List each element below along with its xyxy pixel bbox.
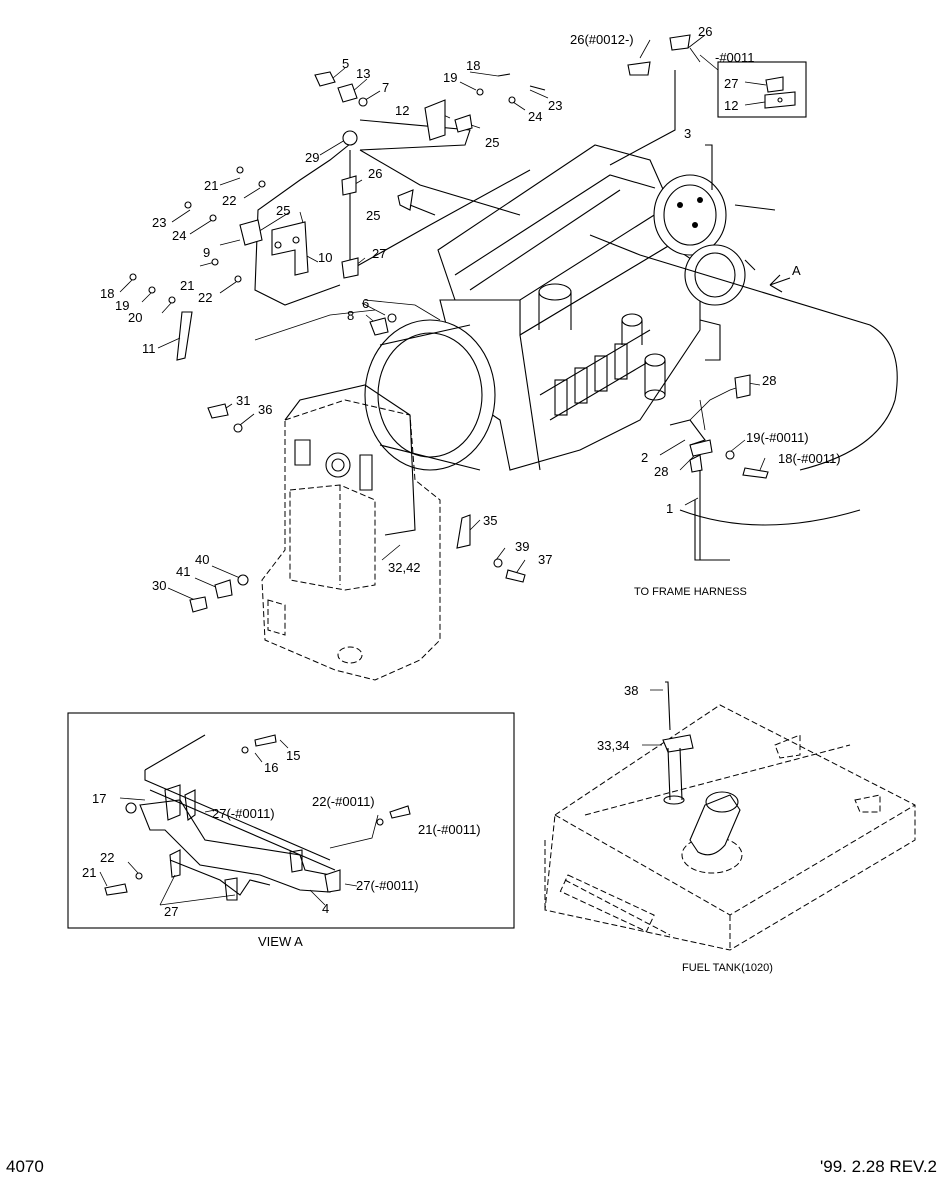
callout-11: 11 [142, 341, 156, 356]
callout-12: 12 [395, 103, 409, 118]
callout-29: 29 [305, 150, 319, 165]
callout-1: 1 [666, 501, 673, 516]
callout-19: 19 [443, 70, 457, 85]
callout-37: 37 [538, 552, 552, 567]
callout-21: 21 [180, 278, 194, 293]
callout-2: 2 [641, 450, 648, 465]
callout-35: 35 [483, 513, 497, 528]
callout-31: 31 [236, 393, 250, 408]
callout-7: 7 [382, 80, 389, 95]
callout-labels: 5 13 7 18 19 23 24 12 25 29 26 21 22 23 … [82, 24, 841, 919]
callout-39: 39 [515, 539, 529, 554]
callout-22-0011: 22(-#0011) [312, 794, 375, 809]
transmission-housing [261, 384, 441, 681]
callout-38: 38 [624, 683, 638, 698]
callout-9: 9 [203, 245, 210, 260]
callout-26-0012: 26(#0012-) [570, 32, 634, 47]
callout-36: 36 [258, 402, 272, 417]
callout-21-0011: 21(-#0011) [418, 822, 481, 837]
callout-16: 16 [264, 760, 278, 775]
view-a-caption: VIEW A [258, 934, 303, 949]
callout-24: 24 [172, 228, 186, 243]
revision-stamp: '99. 2.28 REV.2 [820, 1157, 937, 1176]
callout-25: 25 [366, 208, 380, 223]
callout-23: 23 [548, 98, 562, 113]
inset-0011 [699, 54, 807, 118]
callout-27-0011: 27(-#0011) [212, 806, 275, 821]
callout-24: 24 [528, 109, 542, 124]
view-a-arrow [769, 274, 791, 293]
callout-18-0011: 18(-#0011) [778, 451, 841, 466]
callout-40: 40 [195, 552, 209, 567]
callout-19-0011: 19(-#0011) [746, 430, 809, 445]
callout-23: 23 [152, 215, 166, 230]
callout-41: 41 [176, 564, 190, 579]
callout-33-34: 33,34 [597, 738, 630, 753]
callout-20: 20 [128, 310, 142, 325]
callout-27-0011: 27(-#0011) [356, 878, 419, 893]
callout-26: 26 [698, 24, 712, 39]
callout-17: 17 [92, 791, 106, 806]
callout-25: 25 [485, 135, 499, 150]
engine-block [364, 144, 776, 471]
callout-27: 27 [164, 904, 178, 919]
callout-13: 13 [356, 66, 370, 81]
callout-28: 28 [654, 464, 668, 479]
callout-8: 8 [347, 308, 354, 323]
callout-4: 4 [322, 901, 329, 916]
frame-harness-caption: TO FRAME HARNESS [634, 586, 747, 598]
callout-12: 12 [724, 98, 738, 113]
callout-26: 26 [368, 166, 382, 181]
callout-27: 27 [372, 246, 386, 261]
view-a-panel [67, 712, 515, 929]
callout-18: 18 [100, 286, 114, 301]
hardware-parts [129, 34, 769, 613]
callout-27: 27 [724, 76, 738, 91]
callout-19: 19 [115, 298, 129, 313]
callout-22: 22 [222, 193, 236, 208]
callout-22: 22 [198, 290, 212, 305]
callout-5: 5 [342, 56, 349, 71]
harness-lines [244, 70, 898, 561]
callout-18: 18 [466, 58, 480, 73]
callout-32-42: 32,42 [388, 560, 421, 575]
callout-21: 21 [82, 865, 96, 880]
callout-25: 25 [276, 203, 290, 218]
captions: TO FRAME HARNESS VIEW A FUEL TANK(1020) [258, 586, 773, 974]
fuel-tank-caption: FUEL TANK(1020) [682, 962, 773, 974]
callout-22: 22 [100, 850, 114, 865]
callout-3: 3 [684, 126, 691, 141]
callout-21: 21 [204, 178, 218, 193]
callout-0011-inset: -#0011 [715, 50, 755, 65]
page-number: 4070 [6, 1157, 44, 1176]
callout-30: 30 [152, 578, 166, 593]
callout-28: 28 [762, 373, 776, 388]
callout-15: 15 [286, 748, 300, 763]
callout-a: A [792, 263, 801, 278]
fuel-tank [544, 681, 916, 951]
callout-6: 6 [362, 296, 369, 311]
callout-10: 10 [318, 250, 332, 265]
